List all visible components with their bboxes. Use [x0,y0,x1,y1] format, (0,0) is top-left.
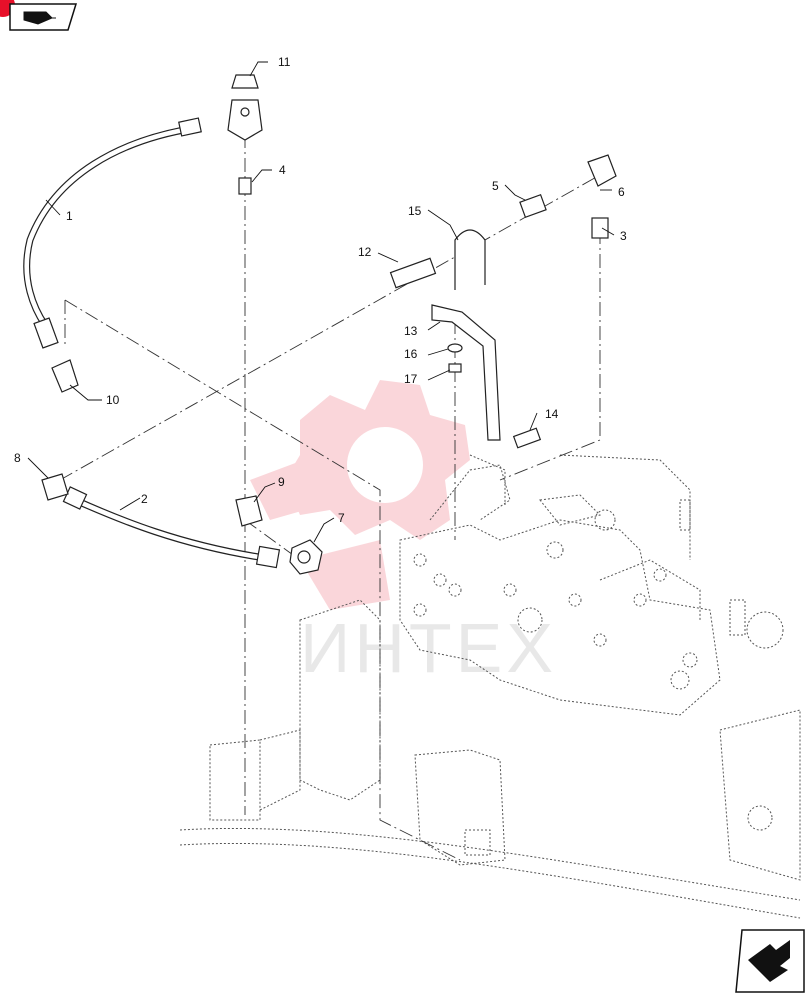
gear-cog-logo-icon [250,380,470,610]
tee-part-9 [235,495,263,527]
callout-8: 8 [14,451,21,465]
callout-2: 2 [141,492,148,506]
fitting-part-3 [591,217,609,239]
callout-labels: 11 4 1 5 6 3 15 12 13 16 17 14 10 8 2 9 … [14,55,627,525]
fitting-part-11 [231,74,259,89]
fitting-part-8 [41,473,69,501]
next-page-arrow-icon [748,940,790,982]
callout-11: 11 [278,55,291,69]
callout-4: 4 [279,163,286,177]
control-valve-assembly [399,464,746,716]
callout-14: 14 [545,407,559,421]
callout-15: 15 [408,204,422,218]
bolt-part-14 [512,427,542,449]
back-button[interactable] [0,0,78,31]
bracket-part-13 [431,304,501,441]
watermark-text: ИНТЕХ [300,609,557,687]
hose-part-1 [23,117,202,349]
callout-5: 5 [492,179,499,193]
callout-13: 13 [404,324,418,338]
callout-16: 16 [404,347,418,361]
callout-3: 3 [620,229,627,243]
callout-10: 10 [106,393,120,407]
fitting-part-4 [238,177,252,195]
nut-part-17 [448,363,462,373]
nut-part-7 [289,539,323,575]
callout-7: 7 [338,511,345,525]
elbow-part-10 [51,359,79,393]
next-button[interactable] [735,929,805,993]
callout-17: 17 [404,372,418,386]
frame-outline [179,454,801,919]
callout-leaders [27,61,615,543]
hose-part-2 [62,486,281,569]
washer-part-16 [447,343,463,353]
u-bolt-part-15 [454,229,486,290]
centerlines [59,110,601,861]
callout-1: 1 [66,209,73,223]
callout-12: 12 [358,245,372,259]
fitting-part-5 [519,193,547,219]
callout-9: 9 [278,475,285,489]
previous-page-arrow-icon [23,11,56,25]
spacer-part-12 [389,257,437,289]
tee-fitting-top [227,99,263,141]
callout-6: 6 [618,185,625,199]
elbow-part-6 [587,154,617,187]
